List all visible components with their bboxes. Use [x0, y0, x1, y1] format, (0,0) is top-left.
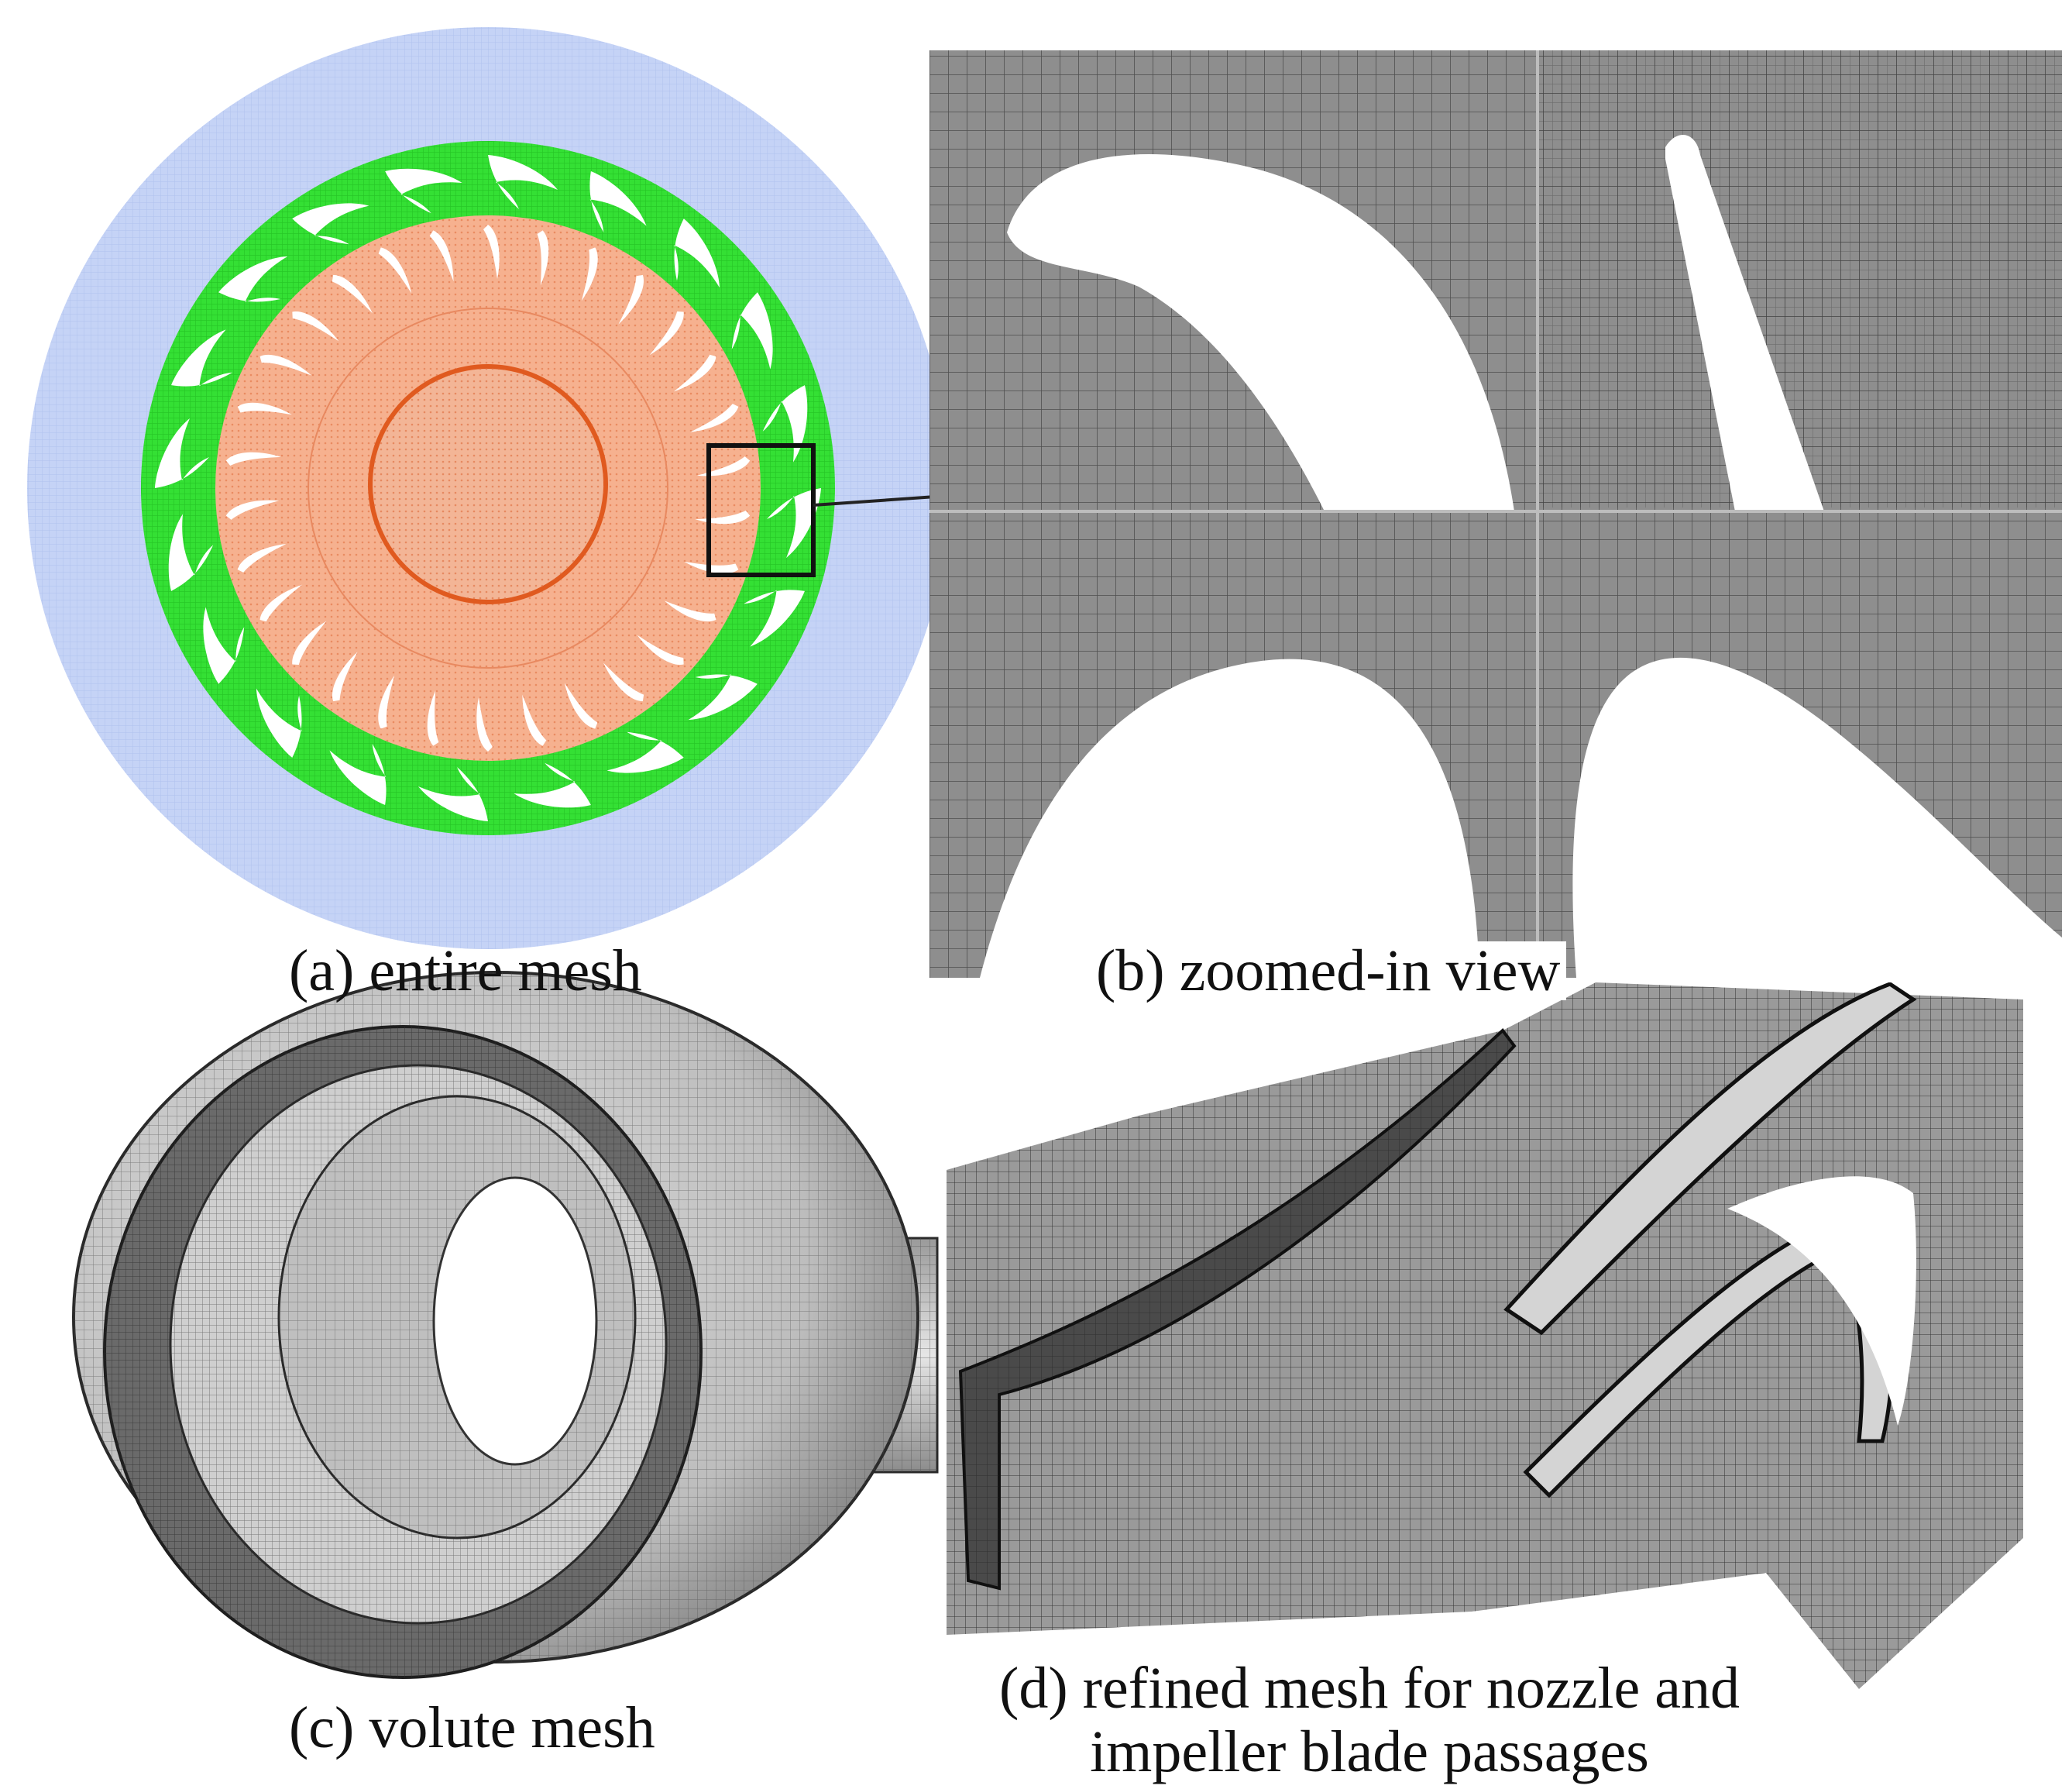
nozzle-blade-shape [171, 329, 232, 387]
impeller-blade-shape [637, 635, 684, 665]
volute-eye-opening [432, 1176, 598, 1466]
impeller-blade-shape [429, 230, 454, 282]
nozzle-blade-shape [688, 674, 758, 721]
impeller-blade-shape [292, 311, 339, 342]
impeller-blade-shape [618, 274, 644, 325]
impeller-blade-shape [378, 247, 412, 294]
nozzle-blade-shape [218, 256, 288, 302]
impeller-blade-shape [378, 675, 395, 729]
impeller-blade-shape [292, 621, 327, 665]
nozzle-blade-shape [674, 218, 720, 288]
nozzle-blade-shape [767, 488, 821, 558]
caption-a: (a) entire mesh [289, 938, 642, 1003]
impeller-blade-shape [225, 452, 281, 466]
impeller-blade-1 [1503, 982, 1917, 1336]
caption-b: (b) zoomed-in view [1090, 941, 1567, 1000]
nozzle-blades [155, 155, 821, 821]
impeller-blade-shape [237, 402, 292, 415]
nozzle-blade-shape [168, 514, 214, 591]
impeller-blade-shape [581, 247, 598, 301]
blade-white-region-1 [1007, 154, 1514, 511]
impeller-blade-shape [649, 311, 684, 356]
impeller-blade-shape [664, 600, 716, 622]
blade-white-region-2 [1665, 134, 1824, 511]
nozzle-blade-shape [385, 168, 462, 214]
nozzle-blade-shape [256, 688, 302, 758]
nozzle-blade-shape [203, 607, 245, 684]
impeller-blades [225, 225, 751, 752]
impeller-blade-shape [427, 690, 439, 746]
caption-d-line2: impeller blade passages [1090, 1719, 1649, 1785]
blade-white-region-4 [1572, 657, 2062, 978]
impeller-blade-shape [522, 694, 547, 746]
panel-c-volute-mesh [72, 971, 939, 1679]
caption-d: (d) refined mesh for nozzle and impeller… [920, 1657, 1819, 1784]
panel-a-entire-mesh [27, 27, 1262, 949]
caption-d-line1: (d) refined mesh for nozzle and [999, 1656, 1740, 1721]
impeller-blade-shape [483, 225, 500, 279]
nozzle-blade-shape [418, 767, 488, 821]
impeller-white-gap [1727, 1176, 1916, 1426]
nozzle-blade-shape [514, 762, 591, 808]
nozzle-blade-shape [589, 171, 647, 232]
impeller-blade-shape [673, 354, 716, 392]
impeller-blade-shape [537, 230, 549, 286]
nozzle-blade-shape [744, 590, 805, 647]
blade-white-region-3 [980, 659, 1479, 978]
nozzle-blade-shape [155, 418, 209, 488]
impeller-blade-shape [684, 561, 739, 574]
zoom-box [706, 443, 816, 577]
nozzle-blade-shape [292, 203, 369, 245]
nozzle-blade-shape [606, 731, 684, 773]
nozzle-blade-shape [731, 292, 773, 370]
panel-b-zoomed-in-view [929, 50, 2062, 978]
caption-c: (c) volute mesh [289, 1695, 655, 1760]
impeller-blade-shape [696, 456, 751, 476]
nozzle-blade-shape [762, 385, 808, 463]
impeller-blade-shape [332, 652, 358, 702]
nozzle-blade-shape [488, 155, 558, 209]
impeller-blade-shape [225, 500, 280, 520]
impeller-blade-shape [689, 404, 739, 432]
impeller-blade-shape [259, 584, 303, 622]
impeller-blade-2 [1523, 1206, 1895, 1498]
impeller-blade-shape [259, 354, 312, 376]
impeller-blade-shape [603, 662, 644, 702]
impeller-blade-shape [476, 697, 493, 752]
impeller-blade-shape [564, 683, 598, 729]
impeller-blade-shape [237, 544, 287, 573]
impeller-blade-shape [332, 274, 373, 314]
panel-d-refined-mesh [947, 982, 2023, 1703]
nozzle-blade-shape [329, 744, 387, 805]
